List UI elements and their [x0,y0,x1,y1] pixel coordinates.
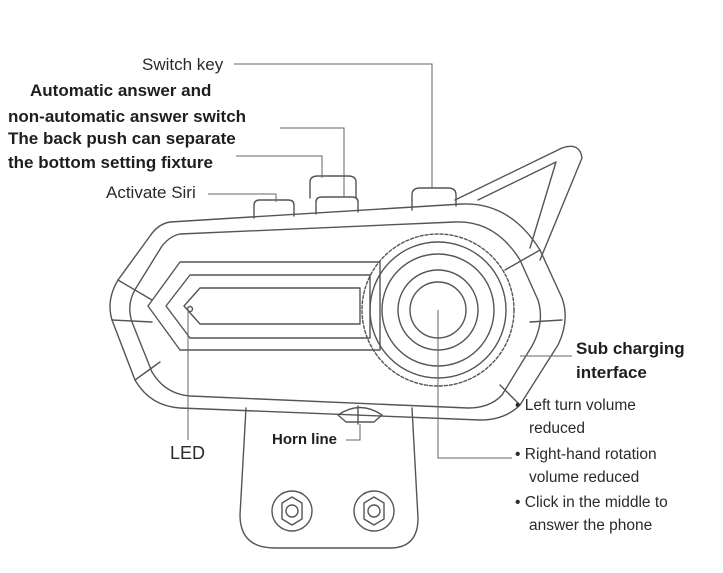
led-label: LED [170,443,206,463]
leader-knob [437,310,512,459]
mount-nut-right [353,490,395,532]
note-left-turn: • Left turn volume [515,398,636,414]
mount-nut-left [271,490,313,532]
back-push-label-2: the bottom setting fixture [8,153,213,172]
note-click-middle-2: answer the phone [529,517,653,534]
note-bullet: • [515,397,521,414]
answer-switch-tab [309,175,357,199]
led-panel [147,261,381,351]
siri-button [253,199,295,219]
note-bullet: • [515,494,521,511]
leader-siri [208,193,277,202]
control-knob [361,233,515,387]
note-right-rotation: • Right-hand rotation [515,447,657,463]
back-push-label-1: The back push can separate [8,129,236,148]
leader-switch-key [234,63,433,188]
horn-line-label: Horn line [272,431,338,448]
note-line: Click in the middle to [524,494,668,511]
device-body [109,203,566,421]
sub-charging-label-2: interface [576,363,647,382]
leader-auto-answer [280,127,345,198]
antenna-fin [454,145,583,261]
note-line: Right-hand rotation [524,446,657,463]
note-click-middle: • Click in the middle to [515,495,668,511]
sub-charging-label-1: Sub charging [576,339,685,358]
horn-line-clip [337,406,383,423]
note-line: Left turn volume [524,397,636,414]
switch-key-label: Switch key [142,55,224,74]
note-bullet: • [515,446,521,463]
note-right-rotation-2: volume reduced [529,469,640,486]
switch-key-button [411,187,457,211]
mount-bracket [239,407,419,549]
note-left-turn-2: reduced [529,420,586,437]
leader-horn [346,424,361,441]
answer-switch-button [315,196,359,215]
auto-answer-label-1: Automatic answer and [30,81,212,100]
auto-answer-label-2: non-automatic answer switch [8,107,247,126]
activate-siri-label: Activate Siri [106,183,196,202]
leader-back-push [236,155,323,178]
